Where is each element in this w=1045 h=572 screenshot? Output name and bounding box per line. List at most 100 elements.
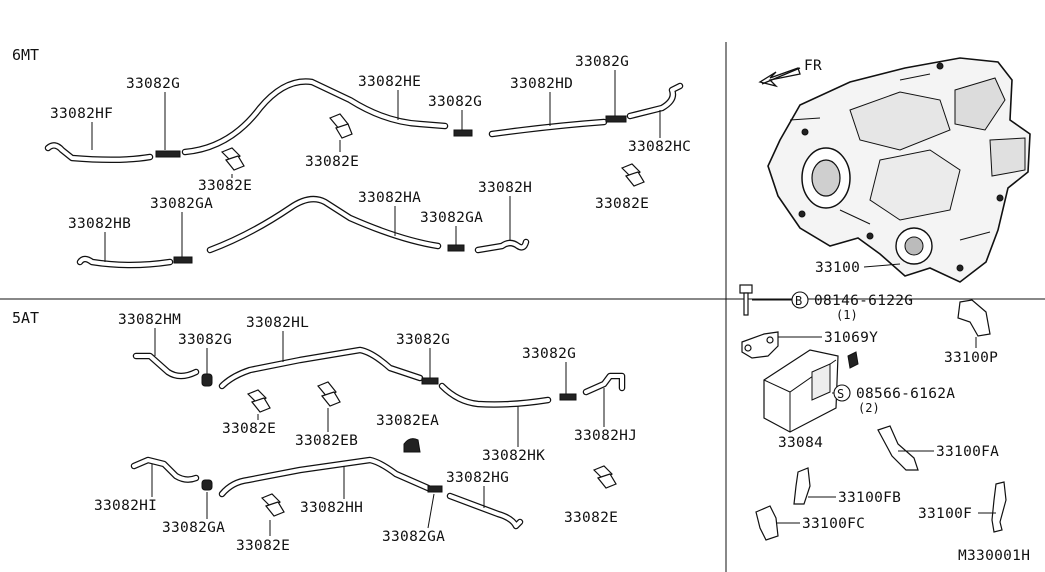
- clamp-33082g-mt-3: [605, 115, 627, 123]
- clamp-33082g-at-2: [421, 377, 439, 385]
- clamp-33082g-at-3: [559, 393, 577, 401]
- clamp-33082g-mt-1: [155, 150, 181, 158]
- clip-33082e-at-3: [592, 465, 617, 489]
- label-f: 33100F: [918, 506, 972, 522]
- label-at-g3: 33082G: [522, 346, 576, 362]
- label-at-ga2: 33082GA: [382, 529, 445, 545]
- hose-33082hb: [76, 255, 174, 269]
- label-fc: 33100FC: [802, 516, 865, 532]
- bolt-marker-icon: B: [791, 291, 809, 309]
- screw-marker-icon: S: [833, 384, 851, 402]
- clamp-33082ga-mt-1: [173, 256, 193, 264]
- hose-33082hc: [626, 82, 684, 120]
- hose-33082hh: [218, 456, 432, 498]
- label-mt-g1: 33082G: [126, 76, 180, 92]
- mt-labels: 33082HF 33082G 33082E 33082HE 33082G 330…: [50, 54, 691, 262]
- screw-mark: S: [837, 387, 844, 401]
- label-at-hg: 33082HG: [446, 470, 509, 486]
- clamp-33082ga-at-2: [427, 485, 443, 493]
- mt-hoses: [44, 78, 684, 269]
- bolt-part: [739, 284, 753, 316]
- hose-33082ha: [206, 195, 442, 254]
- clamp-33082ga-mt-2: [447, 244, 465, 252]
- clip-33082e-at-2: [260, 493, 285, 517]
- label-mt-ga1: 33082GA: [150, 196, 213, 212]
- clip-33082ea: [403, 438, 421, 453]
- label-at-e3: 33082E: [564, 510, 618, 526]
- label-mt-hc: 33082HC: [628, 139, 691, 155]
- bracket-33100fc: [755, 505, 779, 541]
- diagram-code: M330001H: [958, 548, 1030, 564]
- label-mt-ha: 33082HA: [358, 190, 421, 206]
- clamp-33082g-mt-2: [453, 129, 473, 137]
- label-mt-h: 33082H: [478, 180, 532, 196]
- clip-33082eb: [317, 381, 341, 407]
- bracket-33100f: [991, 481, 1007, 533]
- hose-33082hf: [44, 142, 154, 164]
- label-mt-g2: 33082G: [428, 94, 482, 110]
- hose-33082hm: [132, 352, 200, 380]
- label-screw-qty: (2): [858, 401, 880, 415]
- label-at-e2: 33082E: [236, 538, 290, 554]
- clip-33082e-at-1: [246, 389, 271, 413]
- label-fa: 33100FA: [936, 444, 999, 460]
- clip-33082e-mt-2: [329, 113, 353, 139]
- hose-33082hi: [130, 456, 200, 483]
- transfer-case-illustration: [767, 57, 1031, 283]
- label-mt-hb: 33082HB: [68, 216, 131, 232]
- label-p: 33100P: [944, 350, 998, 366]
- bracket-33100fa: [877, 425, 919, 471]
- label-mt-hd: 33082HD: [510, 76, 573, 92]
- label-mt-e2: 33082E: [305, 154, 359, 170]
- label-bracket: 31069Y: [824, 330, 878, 346]
- section-6mt-title: 6MT: [12, 46, 39, 64]
- label-mt-g3: 33082G: [575, 54, 629, 70]
- bolt-mark: B: [795, 294, 802, 308]
- label-at-g2: 33082G: [396, 332, 450, 348]
- clamp-33082g-at-1: [201, 373, 213, 387]
- hose-33082hj: [582, 372, 626, 396]
- hose-33082h: [474, 238, 530, 254]
- label-mt-e3: 33082E: [595, 196, 649, 212]
- label-at-hm: 33082HM: [118, 312, 181, 328]
- hose-33082hg: [446, 492, 524, 530]
- label-at-g1: 33082G: [178, 332, 232, 348]
- clip-33082e-mt-1: [220, 147, 245, 171]
- hose-33082hd: [488, 118, 608, 138]
- front-arrow-icon: [758, 67, 801, 88]
- screw-part: [847, 351, 859, 369]
- at-labels: 33082HM 33082G 33082HL 33082G 33082G 330…: [94, 312, 637, 554]
- clip-33082e-mt-3: [620, 163, 645, 187]
- label-at-eb: 33082EB: [295, 433, 358, 449]
- label-unit: 33084: [778, 435, 823, 451]
- label-at-hl: 33082HL: [246, 315, 309, 331]
- label-at-ea: 33082EA: [376, 413, 439, 429]
- label-bolt-qty: (1): [836, 308, 858, 322]
- bracket-31069y: [741, 331, 779, 359]
- label-at-hj: 33082HJ: [574, 428, 637, 444]
- label-front: FR: [804, 58, 822, 74]
- label-mt-e1: 33082E: [198, 178, 252, 194]
- label-fb: 33100FB: [838, 490, 901, 506]
- label-bolt: 08146-6122G: [814, 293, 913, 309]
- label-at-ga1: 33082GA: [162, 520, 225, 536]
- hose-33082hl: [218, 346, 424, 390]
- clamp-33082ga-at-1: [201, 479, 213, 491]
- hose-33082hk: [438, 382, 552, 408]
- label-at-hi: 33082HI: [94, 498, 157, 514]
- right-panel: FR 33100 B: [739, 57, 1031, 564]
- label-transfer: 33100: [815, 260, 860, 276]
- label-screw: 08566-6162A: [856, 386, 955, 402]
- bracket-33100fb: [793, 467, 811, 505]
- hose-33082he: [181, 78, 449, 156]
- label-mt-hf: 33082HF: [50, 106, 113, 122]
- label-mt-he: 33082HE: [358, 74, 421, 90]
- bracket-33100p: [957, 299, 991, 337]
- at-hoses: [130, 346, 626, 530]
- section-5at-title: 5AT: [12, 309, 39, 327]
- label-at-hh: 33082HH: [300, 500, 363, 516]
- label-mt-ga2: 33082GA: [420, 210, 483, 226]
- control-unit-33084: [763, 349, 839, 433]
